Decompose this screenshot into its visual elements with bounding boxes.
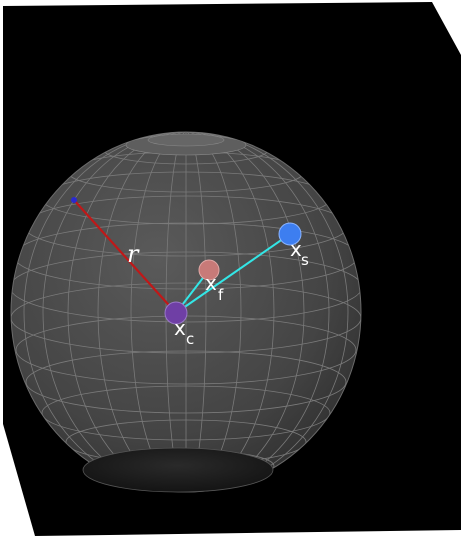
center-label: x xyxy=(174,316,186,340)
center-point xyxy=(164,301,188,325)
source-point xyxy=(278,222,302,246)
radius-line xyxy=(72,198,177,314)
radius-label: r xyxy=(127,240,140,268)
radius-endpoint xyxy=(71,197,77,203)
sphere-bottom-opening xyxy=(82,447,274,493)
source-label-subscript: s xyxy=(301,251,309,269)
focus-label: x xyxy=(205,271,217,295)
source-label: x xyxy=(290,237,302,261)
focus-label-subscript: f xyxy=(218,286,224,304)
link-center-to-source xyxy=(175,233,291,314)
focus-point xyxy=(198,259,220,281)
center-label-subscript: c xyxy=(186,330,194,348)
